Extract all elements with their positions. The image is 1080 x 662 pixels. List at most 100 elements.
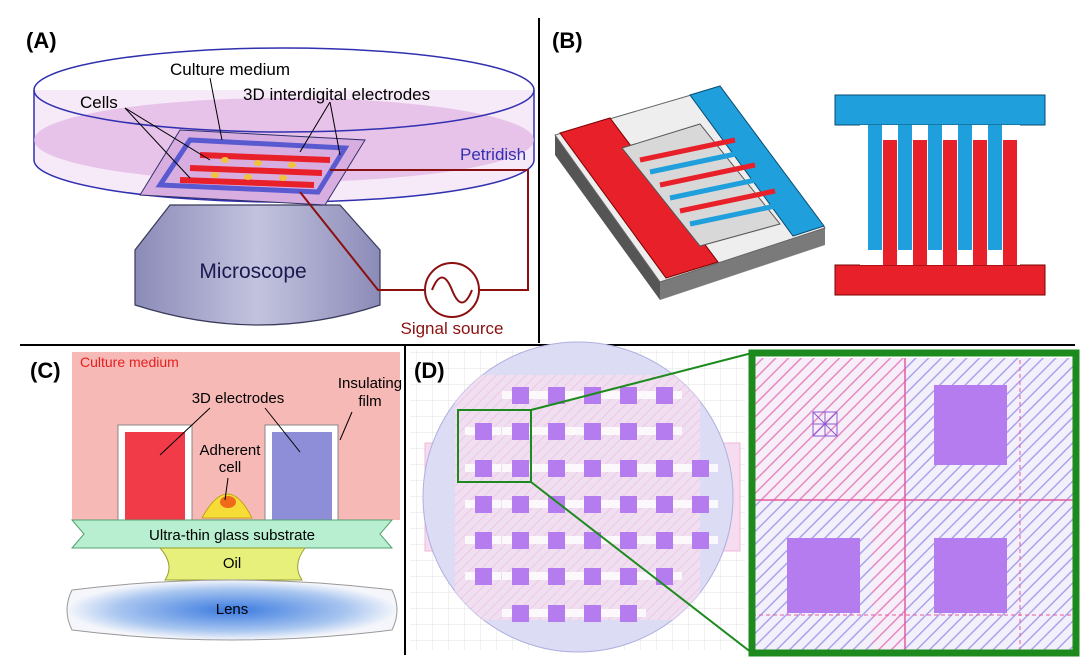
top-view-fingers (868, 125, 1017, 265)
red-finger (943, 140, 957, 265)
lens (66, 579, 398, 641)
chip-red-electrode (559, 117, 719, 279)
petridish-label: Petridish (460, 145, 526, 164)
chip-blue-electrode (689, 85, 825, 237)
chip-front-dark (660, 228, 825, 300)
cell-leader (224, 477, 229, 501)
oil-label: Oil (223, 555, 241, 572)
chip-finger-red (639, 137, 736, 163)
cell-dot (211, 172, 219, 178)
electrodes-leader-c (264, 407, 301, 453)
culture-medium-label-c: Culture medium (80, 354, 179, 370)
panel-c-label: (C) (30, 358, 61, 383)
electrodes-label: 3D interdigital electrodes (243, 85, 430, 104)
panel-a-label: (A) (26, 28, 57, 53)
adherent-label-1: Adherent (200, 442, 262, 459)
wafer-pad (548, 423, 565, 440)
sine-wave-icon (431, 276, 473, 304)
wafer-pads (465, 387, 718, 622)
electrode-blue-frame (155, 137, 350, 195)
wafer-pad (584, 387, 601, 404)
red-finger (1003, 140, 1017, 265)
electrodes-leader (329, 101, 341, 156)
chip-finger-red (659, 162, 756, 188)
wafer-pad (584, 532, 601, 549)
petridish-rim (33, 47, 535, 133)
electrodes-leader-c (159, 407, 211, 456)
wafer-pad (548, 460, 565, 477)
panel-d-label: (D) (414, 358, 445, 383)
culture-medium-label: Culture medium (170, 60, 290, 79)
wafer-pad (512, 532, 529, 549)
microscope-body (134, 204, 381, 326)
insulating-label-1: Insulating (338, 375, 402, 392)
electrode-blue-block (272, 432, 332, 520)
wafer-pad (584, 423, 601, 440)
blue-finger (898, 125, 912, 250)
wafer-pad (620, 496, 637, 513)
zoom-pad (934, 385, 1007, 465)
wafer-pad (620, 460, 637, 477)
chip-finger-blue (649, 149, 746, 175)
wafer-pad (512, 460, 529, 477)
glass-substrate (70, 519, 394, 549)
chip-finger-blue (669, 175, 766, 201)
cell-nucleus (220, 496, 236, 508)
wafer-pad (584, 496, 601, 513)
wafer-pad (475, 568, 492, 585)
wafer-pad (620, 423, 637, 440)
red-finger (913, 140, 927, 265)
wafer-pad (656, 568, 673, 585)
oil-drop (158, 547, 307, 581)
cells-leader (124, 107, 191, 179)
zoom-source-box (457, 409, 532, 483)
wafer-pad (475, 460, 492, 477)
wafer-pad (475, 423, 492, 440)
zoom-line (530, 481, 753, 654)
cells-label: Cells (80, 93, 118, 112)
wafer-pad (656, 496, 673, 513)
insulating-leader (339, 411, 353, 441)
wafer-pad (512, 568, 529, 585)
electrode-red-finger (199, 152, 331, 163)
wafer-pad (548, 605, 565, 622)
wafer-pad (584, 605, 601, 622)
wafer-pad (475, 496, 492, 513)
wafer-pad (656, 460, 673, 477)
red-finger (883, 140, 897, 265)
wafer-pad (692, 496, 709, 513)
panel-a: (A) Microscope Culture medium Cells 3D i… (26, 28, 535, 338)
panel-d: (D) (410, 341, 1080, 657)
wafer-pad (656, 532, 673, 549)
wafer-pad (620, 387, 637, 404)
electrodes-leader (299, 101, 331, 153)
top-view-blue-bar (834, 94, 1046, 126)
red-finger (973, 140, 987, 265)
wafer-pad (512, 605, 529, 622)
chip-finger-blue (689, 201, 786, 227)
electrode-red-finger (189, 165, 323, 176)
wafer-pad (512, 423, 529, 440)
wafer-pad (512, 387, 529, 404)
electrode-red-finger (179, 177, 315, 188)
wafer-pad (620, 568, 637, 585)
wafer-pad (475, 532, 492, 549)
cell-dot (244, 174, 252, 180)
electrodes-label-c: 3D electrodes (192, 390, 285, 407)
cell-dot (288, 162, 296, 168)
wafer-pad (548, 568, 565, 585)
signal-source-label: Signal source (400, 319, 503, 338)
chip-side-dark (555, 135, 660, 300)
cells-leader (124, 107, 211, 161)
panel-b-label: (B) (552, 28, 583, 53)
zoom-pad (787, 538, 860, 613)
electrode-red-block (125, 432, 185, 520)
wafer-pad (548, 496, 565, 513)
blue-finger (988, 125, 1002, 250)
wafer-pad (584, 568, 601, 585)
zoom-pad (934, 538, 1007, 613)
zoom-view-border (748, 349, 1080, 657)
microscope-label: Microscope (199, 260, 306, 283)
wafer-pad (656, 387, 673, 404)
adherent-label-2: cell (219, 459, 242, 476)
